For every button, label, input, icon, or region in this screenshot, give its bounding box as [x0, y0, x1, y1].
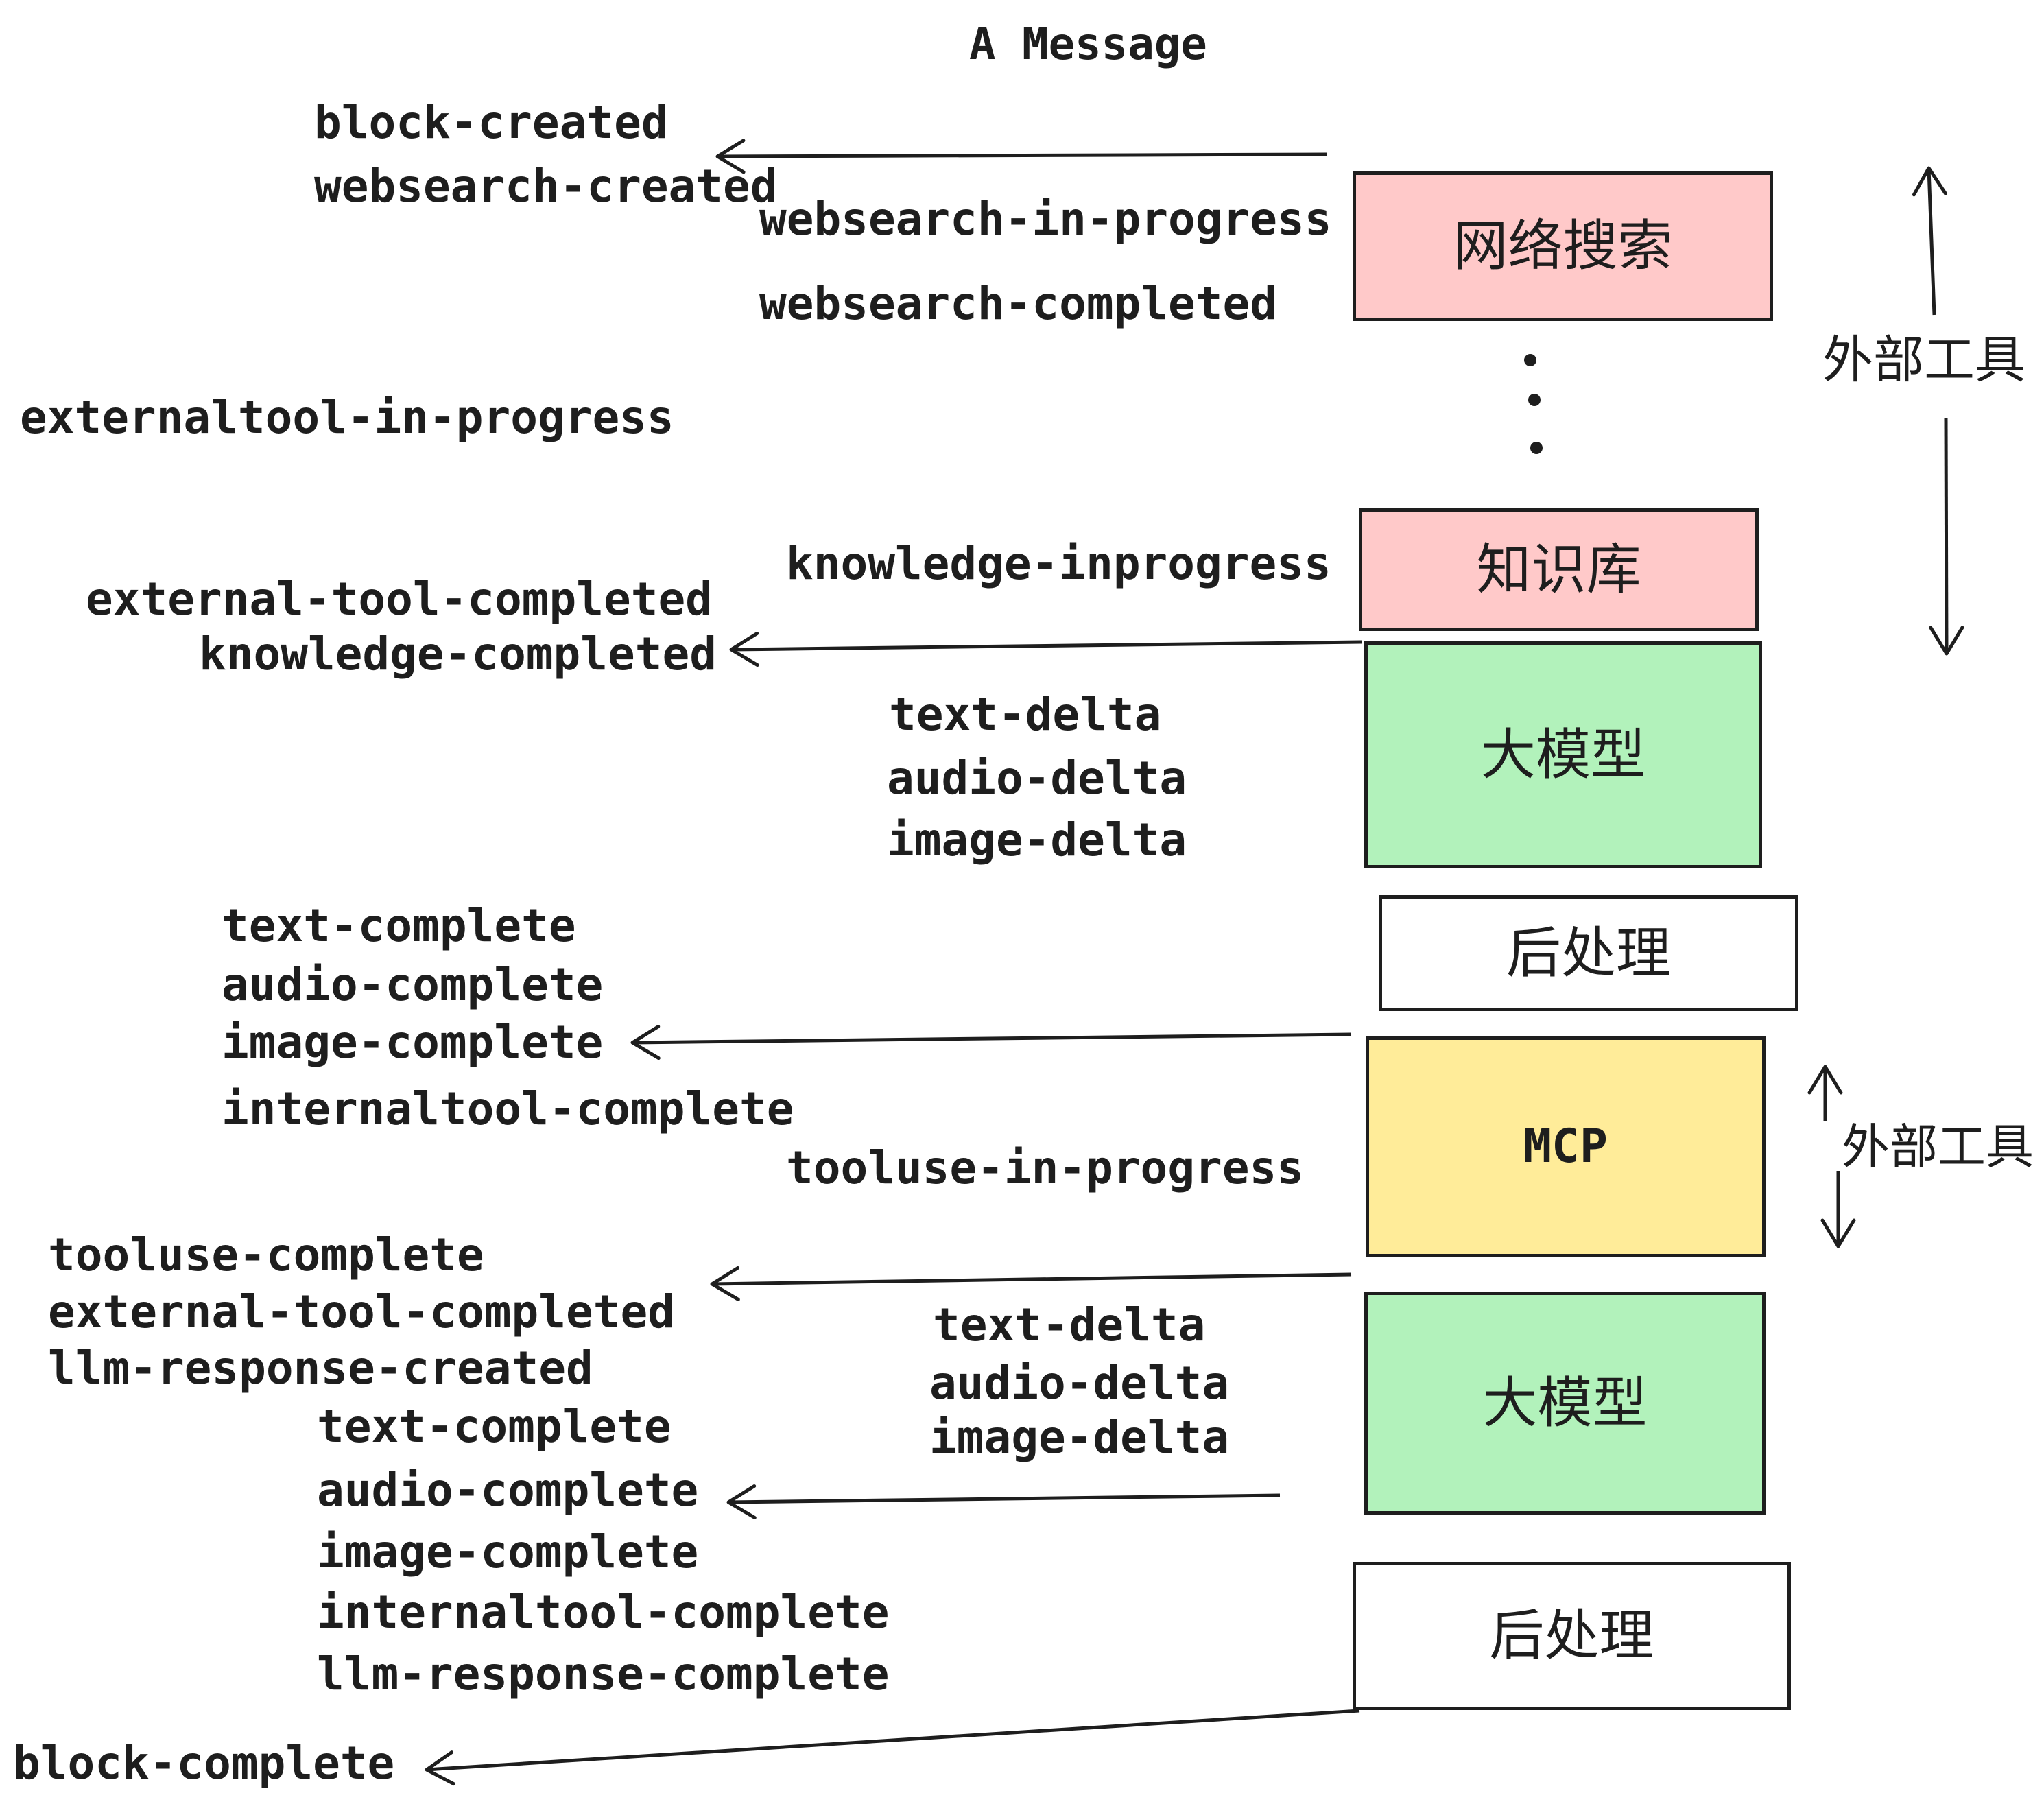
ellipsis-dot: [1530, 442, 1543, 454]
event-label-image-delta: image-delta: [887, 814, 1187, 866]
flow-box-llm-2: 大模型: [1364, 1292, 1766, 1515]
event-label-tooluse-complete: tooluse-complete: [48, 1229, 484, 1281]
event-label-knowledge-completed: knowledge-completed: [199, 628, 717, 680]
ellipsis-dot: [1524, 354, 1536, 366]
flow-box-knowledge: 知识库: [1359, 508, 1759, 631]
external-tools-top-arrow-up: [1912, 166, 1947, 316]
event-label-websearch-in-progress: websearch-in-progress: [759, 193, 1332, 246]
flow-box-mcp-label: MCP: [1523, 1119, 1608, 1174]
event-label-external-tool-completed-2: external-tool-completed: [48, 1285, 675, 1338]
event-label-external-tool-completed: external-tool-completed: [86, 573, 713, 626]
flow-box-postprocess-1: 后处理: [1379, 895, 1798, 1011]
arrow-to-audio-complete-2: [726, 1484, 1281, 1520]
event-label-audio-delta: audio-delta: [887, 752, 1187, 805]
ellipsis-dot: [1528, 394, 1541, 406]
annotation-external-tools-top: 外部工具: [1822, 331, 2025, 388]
flow-box-websearch: 网络搜索: [1353, 171, 1773, 321]
event-label-externaltool-in-progress: externaltool-in-progress: [20, 391, 674, 444]
external-tools-top-arrow-down: [1929, 417, 1964, 656]
event-label-audio-complete: audio-complete: [222, 958, 604, 1011]
flow-box-postprocess-2-label: 后处理: [1489, 1605, 1654, 1666]
event-label-block-created: block-created: [314, 96, 669, 149]
diagram-title: A Message: [969, 19, 1207, 70]
flow-box-postprocess-2: 后处理: [1353, 1562, 1791, 1710]
event-label-text-complete: text-complete: [222, 899, 576, 952]
event-label-block-complete: block-complete: [13, 1737, 395, 1790]
event-label-text-complete-2: text-complete: [317, 1400, 672, 1453]
event-label-llm-response-complete: llm-response-complete: [317, 1648, 890, 1700]
event-label-internaltool-complete-2: internaltool-complete: [317, 1586, 890, 1639]
flow-box-llm-1: 大模型: [1364, 641, 1762, 868]
arrow-to-block-created: [715, 139, 1328, 174]
flow-box-mcp: MCP: [1366, 1036, 1766, 1257]
event-label-audio-delta-2: audio-delta: [929, 1357, 1230, 1410]
event-label-image-complete: image-complete: [222, 1016, 604, 1069]
flow-box-postprocess-1-label: 后处理: [1506, 922, 1671, 984]
event-label-audio-complete-2: audio-complete: [317, 1464, 699, 1517]
event-label-llm-response-created: llm-response-created: [48, 1342, 593, 1394]
event-label-image-complete-2: image-complete: [317, 1526, 699, 1578]
arrow-to-knowledge-completed: [729, 632, 1362, 667]
event-label-text-delta-2: text-delta: [933, 1298, 1206, 1351]
flow-box-websearch-label: 网络搜索: [1453, 215, 1673, 276]
flow-box-knowledge-label: 知识库: [1476, 538, 1641, 600]
event-label-tooluse-in-progress: tooluse-in-progress: [786, 1141, 1304, 1194]
arrow-to-block-complete: [425, 1709, 1360, 1786]
arrow-to-tooluse-complete: [710, 1266, 1352, 1301]
event-label-image-delta-2: image-delta: [929, 1411, 1230, 1464]
event-label-websearch-completed: websearch-completed: [759, 277, 1277, 330]
flow-box-llm-1-label: 大模型: [1481, 724, 1645, 785]
event-label-internaltool-complete: internaltool-complete: [222, 1082, 794, 1135]
event-label-websearch-created: websearch-created: [314, 160, 778, 213]
event-label-knowledge-inprogress: knowledge-inprogress: [786, 537, 1331, 590]
event-label-text-delta: text-delta: [889, 688, 1162, 741]
annotation-external-tools-bottom: 外部工具: [1842, 1120, 2034, 1174]
flow-box-llm-2-label: 大模型: [1482, 1372, 1648, 1434]
arrow-to-image-complete: [630, 1025, 1352, 1060]
